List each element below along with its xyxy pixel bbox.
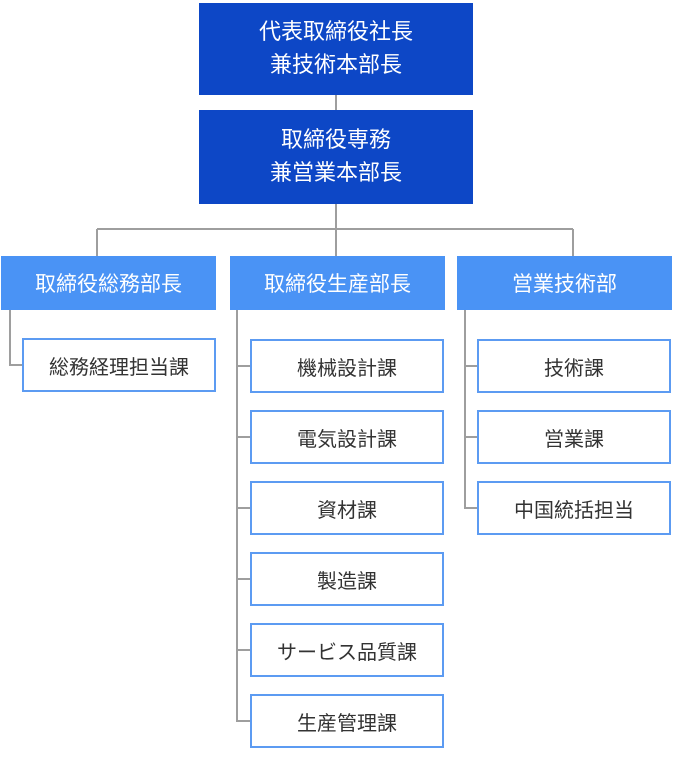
dept-general-affairs: 取締役総務部長: [1, 256, 216, 310]
section-china-management: 中国統括担当: [477, 481, 671, 535]
dept-production: 取締役生産部長: [230, 256, 445, 310]
section-electrical-design: 電気設計課: [250, 410, 444, 464]
section-service-quality: サービス品質課: [250, 623, 444, 677]
dept-sales-engineering: 営業技術部: [457, 256, 672, 310]
senior-director-title-line2: 兼営業本部長: [269, 161, 402, 186]
section-production-control: 生産管理課: [250, 694, 444, 748]
president-title-line1: 代表取締役社長: [258, 20, 413, 45]
president-box: 代表取締役社長 兼技術本部長: [199, 3, 473, 95]
senior-director-box: 取締役専務 兼営業本部長: [199, 110, 473, 204]
section-technical: 技術課: [477, 339, 671, 393]
section-general-accounting: 総務経理担当課: [22, 338, 216, 392]
section-mechanical-design: 機械設計課: [250, 339, 444, 393]
senior-director-title-line1: 取締役専務: [280, 128, 391, 153]
section-materials: 資材課: [250, 481, 444, 535]
section-manufacturing: 製造課: [250, 552, 444, 606]
president-title-line2: 兼技術本部長: [269, 53, 402, 78]
section-sales: 営業課: [477, 410, 671, 464]
